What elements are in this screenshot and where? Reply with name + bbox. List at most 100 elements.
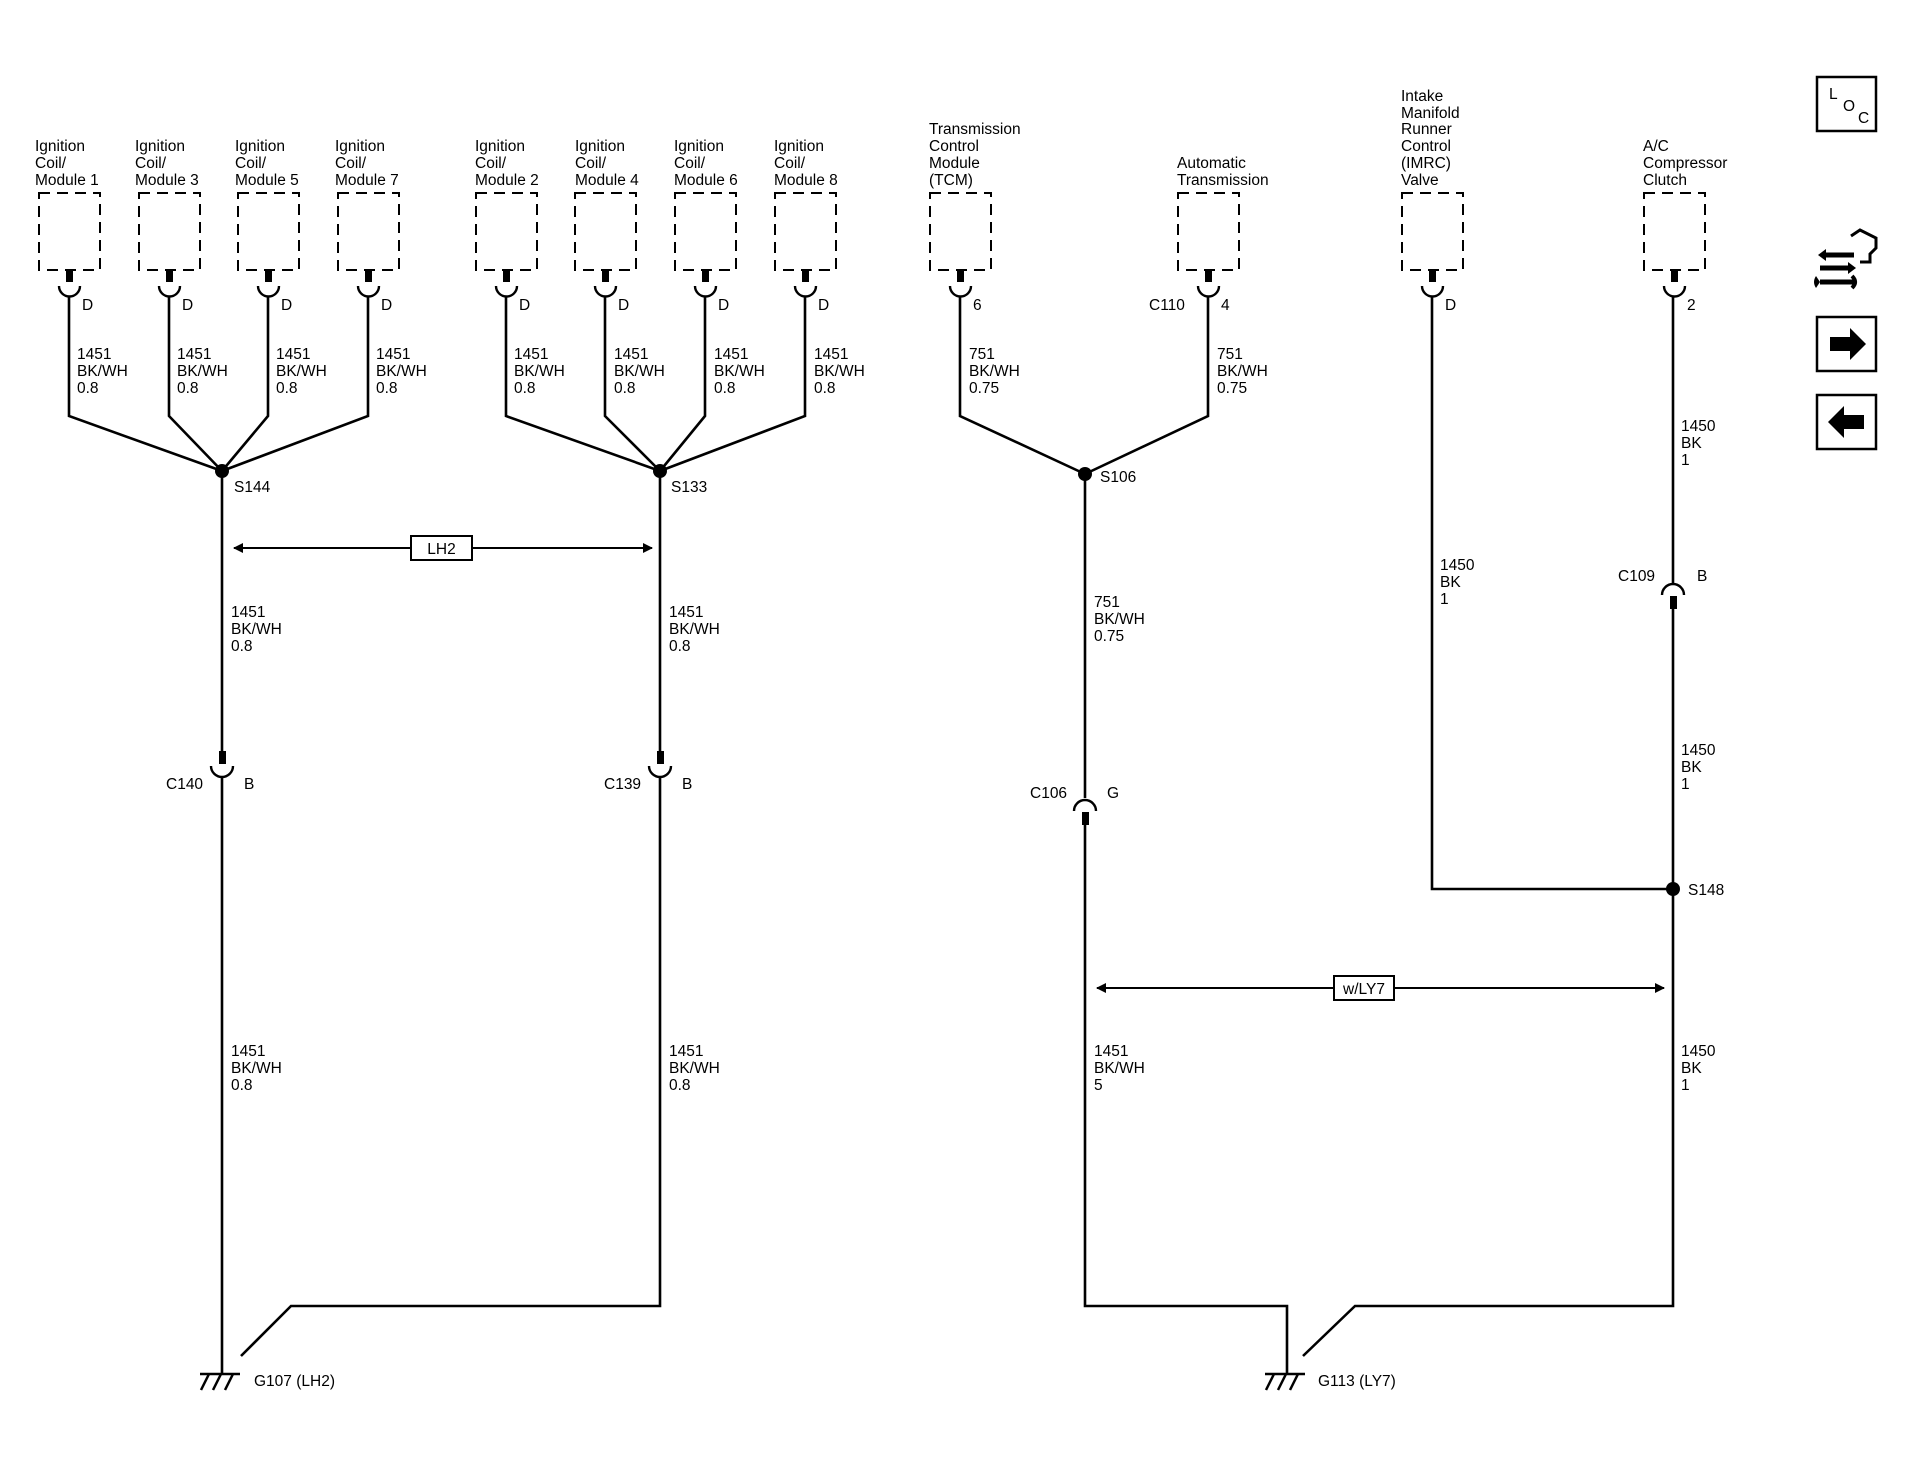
wire-label-c106-lower: 1451 BK/WH 5	[1094, 1043, 1149, 1094]
component-box-ac-compressor-clutch	[1643, 192, 1706, 271]
ground-label-g107: G107 (LH2)	[254, 1373, 335, 1390]
wire-label-s133-lower: 1451 BK/WH 0.8	[669, 1043, 724, 1094]
connector-tools-icon[interactable]	[1814, 228, 1878, 290]
connector-label-c110: C110	[1149, 297, 1185, 314]
arrow-left-icon	[1828, 406, 1864, 438]
component-label-coil2: Ignition Coil/ Module 2	[475, 138, 539, 189]
previous-page-button[interactable]	[1815, 393, 1878, 451]
wire-imrc-to-s148	[1430, 296, 1673, 891]
pin-connector-tcm	[948, 270, 973, 298]
wire-coil4	[603, 296, 661, 472]
component-label-coil1: Ignition Coil/ Module 1	[35, 138, 99, 189]
wire-label-s133-upper: 1451 BK/WH 0.8	[669, 604, 724, 655]
wire-label-s148-lower: 1450 BK 1	[1681, 1043, 1720, 1094]
splice-s148	[1666, 882, 1680, 896]
wire-label-s144-lower: 1451 BK/WH 0.8	[231, 1043, 286, 1094]
loc-letter-o: O	[1843, 98, 1855, 115]
wire-label-imrc: 1450 BK 1	[1440, 557, 1479, 608]
component-box-imrc-valve	[1401, 192, 1464, 271]
wire-label-coil7: 1451 BK/WH 0.8	[376, 346, 431, 397]
component-label-coil8: Ignition Coil/ Module 8	[774, 138, 838, 189]
pin-connector-coil8	[793, 270, 818, 298]
wire-c139-to-g107	[240, 776, 662, 1357]
connector-c106	[1072, 798, 1098, 825]
wire-label-coil8: 1451 BK/WH 0.8	[814, 346, 869, 397]
wire-coil5	[221, 296, 270, 472]
option-box-lh2	[410, 535, 473, 561]
wire-label-c109-lower: 1450 BK 1	[1681, 742, 1720, 793]
wire-c106-to-g113	[1083, 823, 1289, 1374]
wire-coil6	[658, 296, 707, 472]
next-page-button[interactable]	[1815, 315, 1878, 373]
ground-label-g113: G113 (LY7)	[1318, 1373, 1396, 1390]
connector-c139	[647, 751, 673, 779]
splice-label-s106: S106	[1100, 469, 1136, 486]
wire-automatic-transmission	[1084, 296, 1210, 476]
component-box-coil1	[38, 192, 101, 271]
wire-coil2	[504, 296, 661, 473]
splice-label-s148: S148	[1688, 882, 1724, 899]
pin-label-coil5: D	[281, 297, 292, 314]
pin-connector-coil5	[256, 270, 281, 298]
component-box-coil7	[337, 192, 400, 271]
component-label-coil6: Ignition Coil/ Module 6	[674, 138, 738, 189]
pin-label-coil3: D	[182, 297, 193, 314]
pin-label-tcm: 6	[973, 297, 982, 314]
inline-connectors: C140 B C139 B C106 G C109 B	[166, 568, 1707, 825]
option-label-ly7: w/LY7	[1342, 981, 1385, 998]
wire-label-coil2: 1451 BK/WH 0.8	[514, 346, 569, 397]
pin-connector-automatic-transmission	[1196, 270, 1221, 298]
pin-label-coil1: D	[82, 297, 93, 314]
pin-label-coil2: D	[519, 297, 530, 314]
wire-coil1	[67, 296, 223, 473]
pin-label-automatic-transmission: 4	[1221, 297, 1230, 314]
wire-labels: 1451 BK/WH 0.8 1451 BK/WH 0.8 1451 BK/WH…	[77, 346, 1720, 1094]
pin-label-coil8: D	[818, 297, 829, 314]
connector-pin-label-c109: B	[1697, 568, 1707, 585]
connector-label-c139: C139	[604, 776, 641, 793]
pin-label-imrc-valve: D	[1445, 297, 1456, 314]
component-label-tcm: Transmission Control Module (TCM)	[929, 121, 1025, 189]
component-label-coil4: Ignition Coil/ Module 4	[575, 138, 639, 189]
wire-label-s106-upper: 751 BK/WH 0.75	[1094, 594, 1149, 645]
splice-s144	[215, 464, 229, 478]
splice-label-s133: S133	[671, 479, 707, 496]
splice-s133	[653, 464, 667, 478]
component-box-coil4	[574, 192, 637, 271]
wire-label-coil5: 1451 BK/WH 0.8	[276, 346, 331, 397]
component-label-coil5: Ignition Coil/ Module 5	[235, 138, 299, 189]
wires	[67, 296, 1675, 1374]
component-box-coil8	[774, 192, 837, 271]
wire-label-coil6: 1451 BK/WH 0.8	[714, 346, 769, 397]
option-box-ly7	[1333, 975, 1395, 1001]
component-box-coil6	[674, 192, 737, 271]
loc-letter-l: L	[1829, 86, 1838, 103]
wire-label-ac-upper: 1450 BK 1	[1681, 418, 1720, 469]
pin-connector-coil6	[693, 270, 718, 298]
wire-tcm	[958, 296, 1086, 476]
component-label-coil7: Ignition Coil/ Module 7	[335, 138, 399, 189]
component-label-imrc-valve: Intake Manifold Runner Control (IMRC) Va…	[1401, 88, 1464, 189]
ground-symbol-g107	[199, 1372, 240, 1391]
connector-c109	[1660, 582, 1686, 609]
pin-connector-imrc-valve	[1420, 270, 1445, 298]
loc-letter-c: C	[1858, 110, 1869, 127]
component-label-automatic-transmission: Automatic Transmission	[1177, 155, 1269, 189]
wire-label-tcm: 751 BK/WH 0.75	[969, 346, 1024, 397]
loc-button[interactable]: L O C	[1815, 75, 1878, 133]
pin-connector-ac-compressor-clutch	[1662, 270, 1687, 298]
wire-label-coil1: 1451 BK/WH 0.8	[77, 346, 132, 397]
splice-label-s144: S144	[234, 479, 271, 496]
wire-coil8	[659, 296, 807, 473]
connector-label-c140: C140	[166, 776, 203, 793]
pin-connector-coil3	[157, 270, 182, 298]
pin-connector-coil4	[593, 270, 618, 298]
wire-coil7	[221, 296, 370, 473]
ground-g113: G113 (LY7)	[1264, 1372, 1396, 1391]
pin-label-coil7: D	[381, 297, 392, 314]
component-box-coil2	[475, 192, 538, 271]
component-label-ac-compressor-clutch: A/C Compressor Clutch	[1643, 138, 1732, 189]
pin-labels: D D D D D D D D 6 C110 4 D 2	[82, 297, 1696, 314]
connector-pin-label-c139: B	[682, 776, 692, 793]
